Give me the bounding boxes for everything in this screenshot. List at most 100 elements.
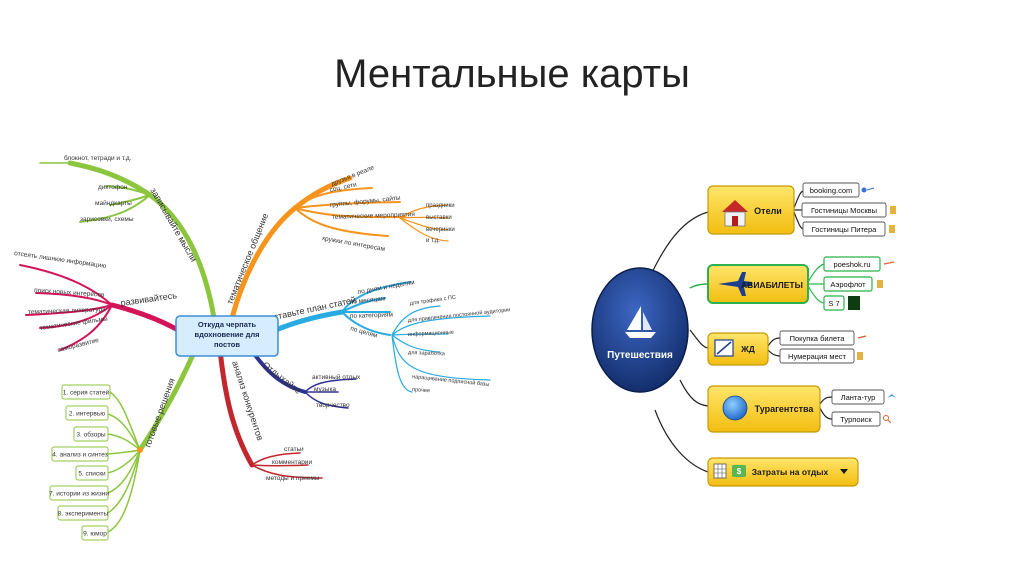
- analiz-item: статьи: [284, 446, 304, 453]
- thumbnail-icon: [848, 296, 860, 310]
- list-item: 1. серия статей: [61, 384, 111, 400]
- money-icon: $: [732, 465, 746, 477]
- left-mind-map: записывайте мысли блокнот, тетради и т.д…: [14, 154, 511, 541]
- svg-text:S 7: S 7: [828, 299, 839, 308]
- note-icon: [857, 352, 863, 360]
- right-connectors: [639, 190, 833, 473]
- branch-avia[interactable]: АВИАБИЛЕТЫ: [707, 264, 809, 304]
- branch-analiz: [217, 347, 323, 479]
- list-item: 7. истории из жизни: [49, 485, 109, 501]
- slide-title: Ментальные карты: [334, 52, 690, 96]
- plan-sub-item: прочее: [412, 387, 430, 394]
- plan-sub-item: наращивание подписной базы: [412, 373, 490, 388]
- svg-text:9. юмор: 9. юмор: [83, 531, 107, 538]
- chevron-down-icon[interactable]: [840, 469, 848, 474]
- gotov-item-list: 1. серия статей 2. интервью 3. обзоры 4.…: [49, 384, 111, 541]
- branch-label-razv: развивайтесь: [120, 290, 178, 308]
- branch-label-tema: тематическое общение: [225, 212, 271, 306]
- list-item[interactable]: Аэрофлот: [823, 276, 873, 292]
- analiz-item: комментарии: [272, 459, 312, 466]
- list-item[interactable]: Турпоиск: [831, 411, 881, 427]
- svg-text:Отели: Отели: [754, 206, 782, 216]
- link-icon: [883, 261, 895, 265]
- branch-expenses[interactable]: $ Затраты на отдых: [707, 457, 859, 487]
- svg-text:вдохновение для: вдохновение для: [194, 330, 259, 339]
- branch-label-gotov: готовые решения: [142, 377, 176, 449]
- svg-text:3. обзоры: 3. обзоры: [76, 431, 106, 439]
- razv-item: поиск новых интересов: [34, 287, 105, 299]
- link-icon: [861, 187, 875, 193]
- list-item[interactable]: Покупка билета: [779, 330, 855, 346]
- svg-text:Гостиницы Питера: Гостиницы Питера: [812, 225, 877, 234]
- plan-sub-item: для заработка: [408, 350, 446, 357]
- list-item[interactable]: booking.com: [802, 182, 860, 198]
- svg-text:5. списки: 5. списки: [78, 471, 106, 478]
- list-item: 9. юмор: [81, 525, 109, 541]
- list-item: 5. списки: [75, 465, 109, 481]
- svg-text:4. анализ и синтез: 4. анализ и синтез: [52, 452, 108, 459]
- note-icon: [890, 206, 896, 214]
- branch-label-zapis: записывайте мысли: [148, 186, 199, 263]
- list-item[interactable]: Нумерация мест: [779, 348, 855, 364]
- junction-dot: [137, 447, 143, 453]
- plan-item: по дням и неделям: [357, 279, 415, 296]
- branch-hotels[interactable]: Отели: [707, 185, 795, 235]
- list-item[interactable]: poeshok.ru: [823, 256, 881, 272]
- list-item: 3. обзоры: [73, 426, 109, 442]
- note-icon: [877, 280, 883, 288]
- airplane-icon: [718, 272, 752, 296]
- search-icon: [883, 415, 892, 424]
- list-item[interactable]: Ланта-тур: [831, 389, 885, 405]
- razv-item: тематические фильмы: [39, 315, 108, 332]
- branch-railway[interactable]: ЖД: [707, 332, 769, 366]
- svg-text:Откуда черпать: Откуда черпать: [198, 320, 257, 329]
- svg-text:Аэрофлот: Аэрофлот: [830, 280, 866, 289]
- sailboat-icon: [625, 306, 656, 338]
- branch-agencies[interactable]: Турагентства: [707, 385, 821, 433]
- globe-icon: [722, 395, 748, 421]
- branch-razv: [19, 264, 181, 351]
- zapis-item: зарисовки, схемы: [80, 216, 134, 223]
- branch-tema: [229, 175, 449, 321]
- svg-text:booking.com: booking.com: [810, 186, 853, 195]
- razv-item: саморазвитие: [57, 337, 100, 354]
- list-item[interactable]: Гостиницы Питера: [802, 221, 886, 237]
- list-item: 2. интервью: [65, 405, 109, 421]
- list-item[interactable]: S 7: [823, 295, 845, 311]
- tema-item: кружки по интересам: [322, 235, 386, 253]
- train-icon: [714, 339, 734, 357]
- svg-text:Ланта-тур: Ланта-тур: [841, 393, 876, 402]
- agencies-item-list: Ланта-тур Турпоиск: [831, 389, 896, 427]
- tema-item: группы, форумы, сайты: [329, 194, 401, 209]
- plan-sub-item: для трафика с ПС: [409, 295, 456, 307]
- list-item: 4. анализ и синтез: [51, 446, 109, 462]
- bird-icon: [887, 394, 896, 398]
- svg-text:Гостиницы Москвы: Гостиницы Москвы: [811, 206, 877, 215]
- svg-text:Турагентства: Турагентства: [755, 404, 815, 414]
- list-item[interactable]: Гостиницы Москвы: [801, 202, 887, 218]
- svg-text:2. интервью: 2. интервью: [69, 411, 105, 418]
- svg-text:постов: постов: [214, 340, 240, 349]
- svg-text:Турпоиск: Турпоиск: [840, 415, 872, 424]
- tema-sub-item: и т.д.: [426, 238, 440, 244]
- house-icon: [722, 200, 748, 227]
- razv-item: тематическая литература: [28, 306, 106, 316]
- plan-sub-item: информационные: [408, 330, 454, 338]
- zapis-item: майндкарты: [95, 199, 132, 207]
- svg-text:7. истории из жизни: 7. истории из жизни: [49, 491, 109, 498]
- avia-item-list: poeshok.ru Аэрофлот S 7: [823, 256, 895, 311]
- svg-text:Покупка билета: Покупка билета: [790, 334, 846, 343]
- zapis-item: диктофон: [98, 184, 128, 191]
- railway-item-list: Покупка билета Нумерация мест: [779, 330, 867, 364]
- tema-sub-item: выставки: [426, 215, 452, 221]
- svg-text:1. серия статей: 1. серия статей: [63, 389, 110, 397]
- branch-label-otd: Отдыхайте: [261, 360, 303, 396]
- right-mind-map: Путешествия Отели booking.com Гостиницы …: [591, 182, 896, 487]
- branch-plan: [273, 281, 491, 393]
- otd-item: активный отдых: [312, 373, 361, 381]
- svg-text:АВИАБИЛЕТЫ: АВИАБИЛЕТЫ: [741, 280, 803, 290]
- svg-text:Нумерация мест: Нумерация мест: [788, 352, 846, 361]
- otd-item: творчество: [316, 402, 350, 409]
- svg-text:Затраты на отдых: Затраты на отдых: [752, 467, 829, 477]
